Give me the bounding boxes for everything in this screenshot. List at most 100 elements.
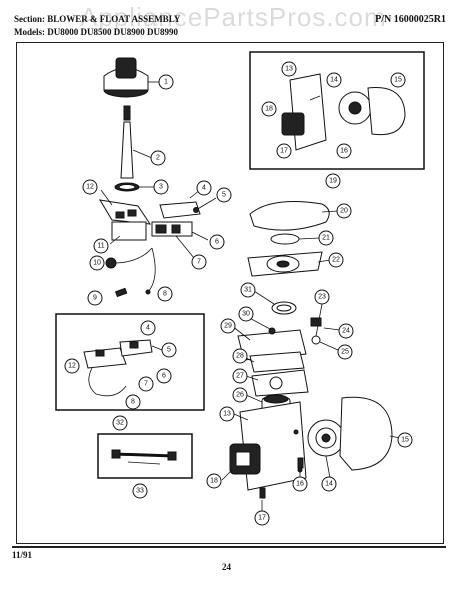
svg-text:14: 14 xyxy=(325,481,333,488)
svg-text:17: 17 xyxy=(280,148,288,155)
callout-4-inset: 4 xyxy=(140,320,156,336)
callout-7: 7 xyxy=(191,254,207,270)
callout-20: 20 xyxy=(336,203,352,219)
callout-13-inset: 13 xyxy=(281,61,297,77)
svg-text:18: 18 xyxy=(210,478,218,485)
callout-17-inset: 17 xyxy=(276,143,292,159)
svg-text:30: 30 xyxy=(242,311,250,318)
callout-12-inset: 12 xyxy=(64,358,80,374)
svg-text:13: 13 xyxy=(285,66,293,73)
inset-blower-drawing xyxy=(281,73,406,151)
svg-text:11: 11 xyxy=(97,243,104,250)
svg-text:17: 17 xyxy=(258,515,266,522)
callout-16: 16 xyxy=(292,476,308,492)
callout-30: 30 xyxy=(238,306,254,322)
callout-7-inset: 7 xyxy=(138,376,154,392)
section-title: Section: BLOWER & FLOAT ASSEMBLY xyxy=(14,14,181,24)
svg-text:7: 7 xyxy=(144,381,148,388)
footer-date: 11/91 xyxy=(12,550,33,560)
callout-8-inset: 8 xyxy=(125,394,141,410)
svg-text:27: 27 xyxy=(236,373,244,380)
callout-10: 10 xyxy=(89,255,105,271)
svg-text:4: 4 xyxy=(202,185,206,192)
part-seal xyxy=(270,233,321,245)
svg-text:6: 6 xyxy=(215,239,219,246)
part-float-bracket xyxy=(99,189,152,245)
inset-hose-drawing xyxy=(111,449,177,465)
callout-18: 18 xyxy=(206,473,222,489)
callout-6-inset: 6 xyxy=(156,368,172,384)
svg-text:5: 5 xyxy=(222,192,226,199)
callout-18-inset: 18 xyxy=(261,101,277,117)
callout-5-inset: 5 xyxy=(161,342,177,358)
svg-text:23: 23 xyxy=(318,294,326,301)
callout-15: 15 xyxy=(397,432,413,448)
svg-text:15: 15 xyxy=(394,77,402,84)
callout-19: 19 xyxy=(325,173,341,189)
svg-text:16: 16 xyxy=(340,148,348,155)
callout-11: 11 xyxy=(93,238,109,254)
callout-24: 24 xyxy=(338,323,354,339)
callout-3: 3 xyxy=(153,179,169,195)
part-impeller xyxy=(307,419,345,479)
callout-23: 23 xyxy=(314,289,330,305)
callout-33: 33 xyxy=(132,483,148,499)
callout-16-inset: 16 xyxy=(336,143,352,159)
svg-text:10: 10 xyxy=(93,260,101,267)
callout-15-inset: 15 xyxy=(390,72,406,88)
svg-text:20: 20 xyxy=(340,208,348,215)
inset-float-drawing xyxy=(83,339,163,397)
callout-14: 14 xyxy=(321,476,337,492)
svg-text:8: 8 xyxy=(131,399,135,406)
part-ring xyxy=(114,182,155,192)
callout-13: 13 xyxy=(219,406,235,422)
part-switch xyxy=(151,189,209,259)
callout-1: 1 xyxy=(158,74,174,90)
svg-text:32: 32 xyxy=(116,420,124,427)
svg-text:13: 13 xyxy=(223,411,231,418)
callout-29: 29 xyxy=(220,318,236,334)
part-cover xyxy=(249,201,339,231)
callout-5: 5 xyxy=(216,187,232,203)
diagram-frame xyxy=(16,42,444,544)
callout-25: 25 xyxy=(337,344,353,360)
svg-text:9: 9 xyxy=(93,295,97,302)
watermark: AppliancePartsPros.com xyxy=(80,2,387,32)
svg-text:2: 2 xyxy=(156,155,160,162)
svg-text:7: 7 xyxy=(197,259,201,266)
callout-22: 22 xyxy=(328,252,344,268)
svg-text:14: 14 xyxy=(330,77,338,84)
part-probe xyxy=(310,303,341,351)
svg-text:1: 1 xyxy=(164,79,168,86)
callout-28: 28 xyxy=(232,348,248,364)
svg-text:22: 22 xyxy=(332,257,340,264)
callout-9: 9 xyxy=(87,290,103,306)
part-blower-housing xyxy=(339,396,401,471)
callout-17: 17 xyxy=(254,510,270,526)
svg-text:26: 26 xyxy=(236,392,244,399)
svg-text:18: 18 xyxy=(265,106,273,113)
svg-text:3: 3 xyxy=(159,184,163,191)
part-float-housing xyxy=(247,251,331,277)
svg-text:24: 24 xyxy=(342,328,350,335)
callout-4: 4 xyxy=(196,180,212,196)
svg-text:15: 15 xyxy=(401,437,409,444)
svg-text:6: 6 xyxy=(162,373,166,380)
model-line: Models: DU8000 DU8500 DU8900 DU8990 xyxy=(14,27,178,37)
svg-text:12: 12 xyxy=(68,363,76,370)
callout-27: 27 xyxy=(232,368,248,384)
svg-text:5: 5 xyxy=(167,347,171,354)
part-shaft xyxy=(120,105,153,179)
callout-21: 21 xyxy=(318,230,334,246)
svg-text:33: 33 xyxy=(136,488,144,495)
svg-text:8: 8 xyxy=(163,291,167,298)
part-gasket xyxy=(253,290,297,315)
svg-text:31: 31 xyxy=(244,287,252,294)
page-number: 24 xyxy=(222,562,231,572)
callout-8: 8 xyxy=(157,286,173,302)
svg-text:25: 25 xyxy=(341,349,349,356)
part-clip xyxy=(114,287,128,298)
part-number: P/N 16000025R1 xyxy=(375,14,446,25)
svg-text:12: 12 xyxy=(86,184,94,191)
